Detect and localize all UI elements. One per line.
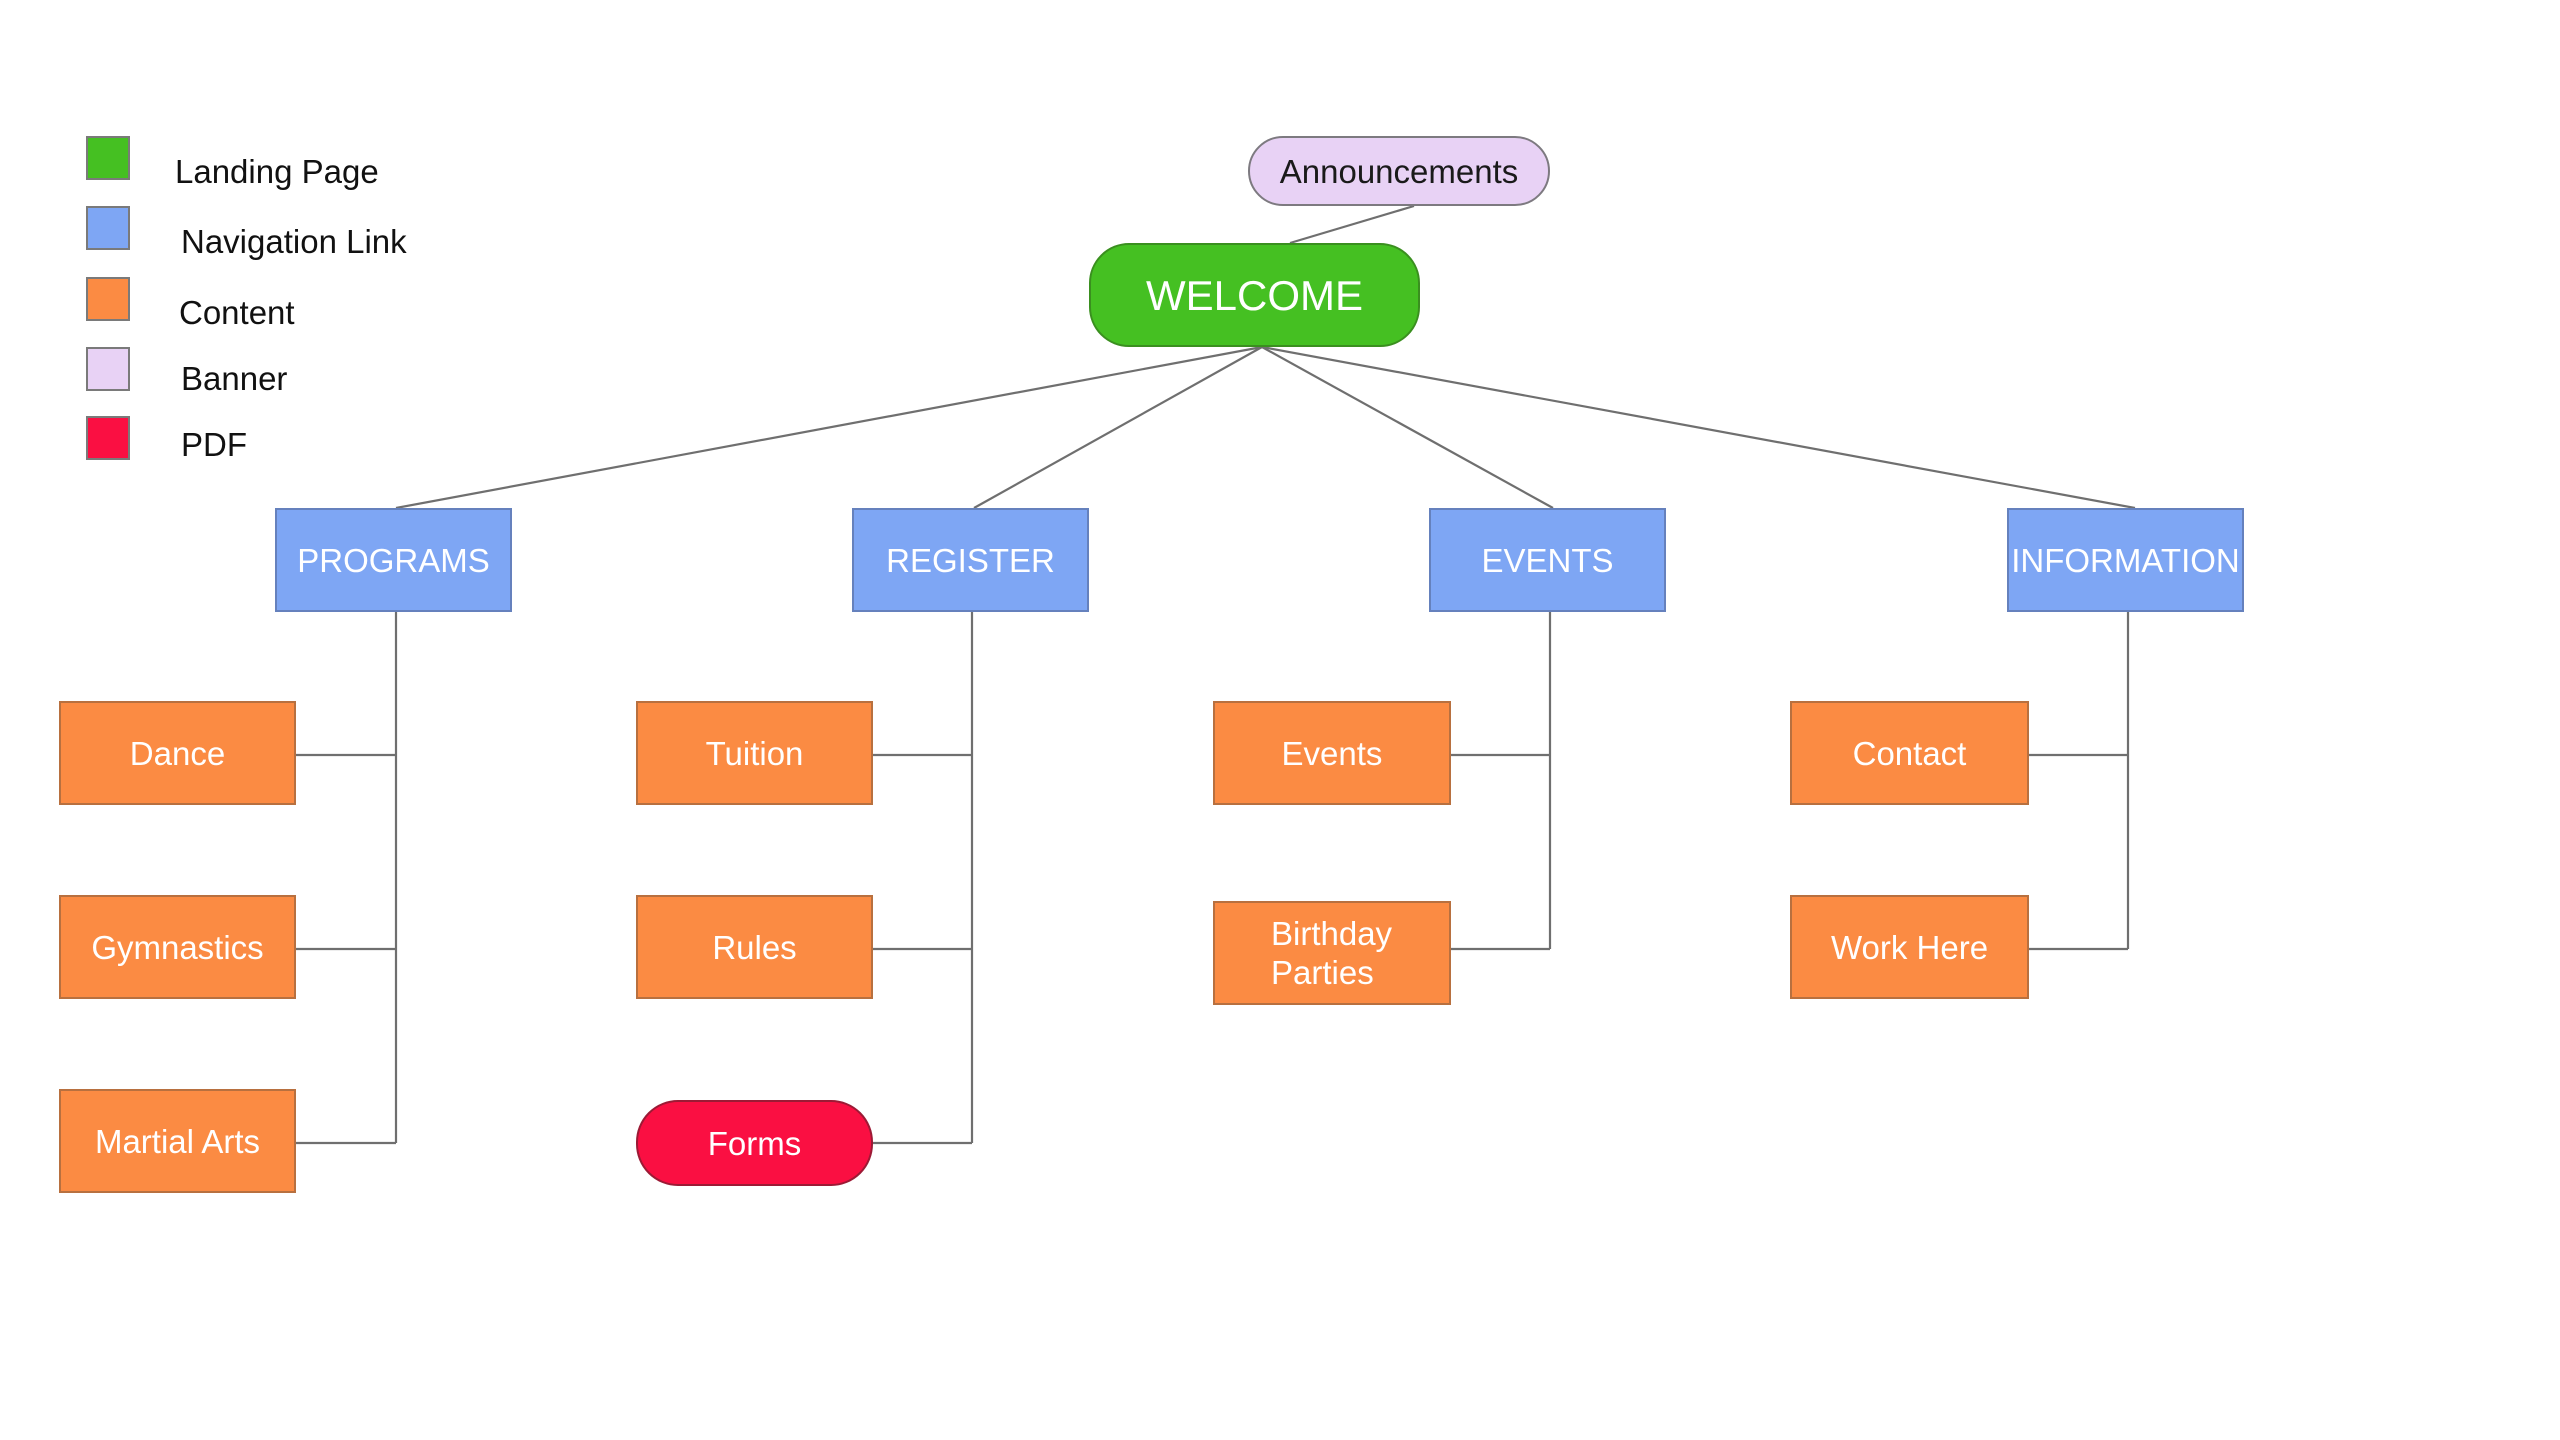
node-announcements: Announcements [1248, 136, 1550, 206]
node-programs: PROGRAMS [275, 508, 512, 612]
legend-swatch-banner [86, 347, 130, 391]
node-tuition: Tuition [636, 701, 873, 805]
edge-welcome-register [973, 346, 1263, 509]
edge-welcome-events [1261, 346, 1554, 509]
node-events: Events [1213, 701, 1451, 805]
legend-label-navigation-link: Navigation Link [181, 223, 407, 260]
node-forms: Forms [636, 1100, 873, 1186]
node-events-nav: EVENTS [1429, 508, 1666, 612]
edge-announcements-welcome [1289, 204, 1415, 245]
legend-swatch-navigation-link [86, 206, 130, 250]
edge-welcome-programs [395, 345, 1263, 510]
legend-swatch-content [86, 277, 130, 321]
legend-swatch-pdf [86, 416, 130, 460]
node-register: REGISTER [852, 508, 1089, 612]
legend-label-content: Content [179, 294, 295, 331]
node-rules: Rules [636, 895, 873, 999]
node-dance: Dance [59, 701, 296, 805]
node-information: INFORMATION [2007, 508, 2244, 612]
node-work-here: Work Here [1790, 895, 2029, 999]
legend-label-landing-page: Landing Page [175, 153, 379, 190]
node-birthday-parties: Birthday Parties [1213, 901, 1451, 1005]
node-martial-arts: Martial Arts [59, 1089, 296, 1193]
legend-swatch-landing-page [86, 136, 130, 180]
legend-label-pdf: PDF [181, 426, 247, 463]
node-welcome: WELCOME [1089, 243, 1420, 347]
node-contact: Contact [1790, 701, 2029, 805]
node-gymnastics: Gymnastics [59, 895, 296, 999]
edge-welcome-information [1261, 345, 2136, 510]
legend-label-banner: Banner [181, 360, 288, 397]
